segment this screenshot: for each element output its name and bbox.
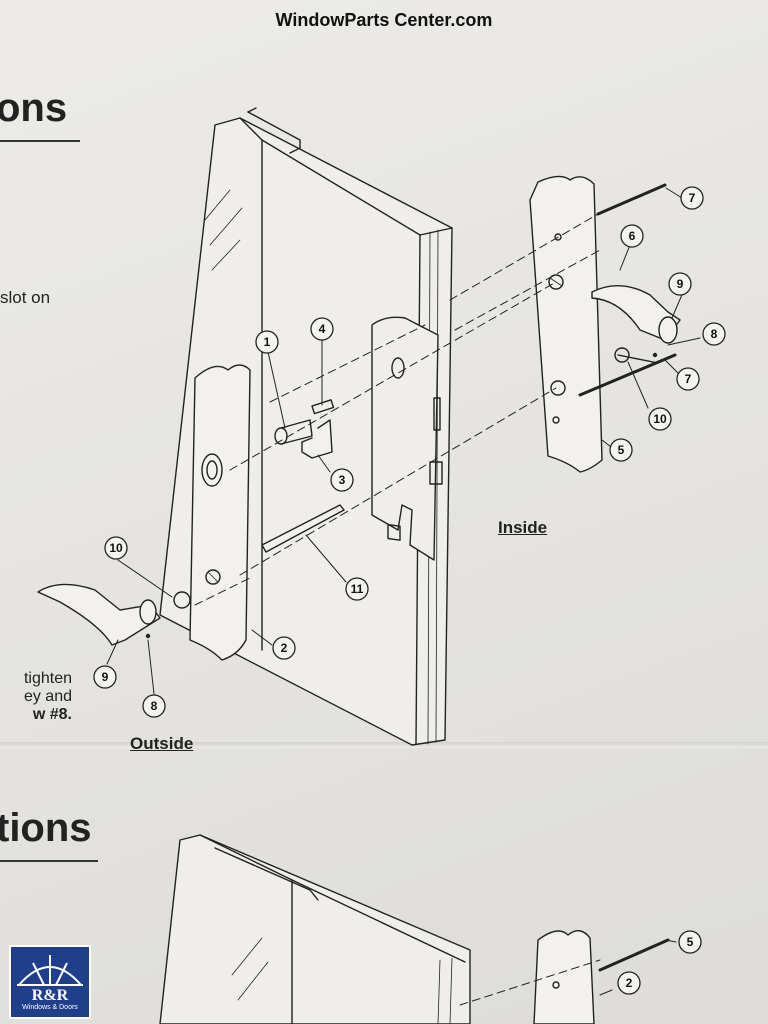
spindle-bar bbox=[261, 504, 345, 553]
callout-3: 3 bbox=[339, 473, 346, 487]
retainer-clip bbox=[301, 419, 333, 459]
inside-lever bbox=[591, 285, 681, 364]
callout-4: 4 bbox=[319, 322, 326, 336]
section-heading-top: ons bbox=[0, 86, 68, 130]
callout-5: 5 bbox=[618, 443, 625, 457]
tighten-line-2: ey and bbox=[23, 688, 72, 705]
callout-10-inside: 10 bbox=[653, 412, 667, 426]
caption-outside: Outside bbox=[130, 734, 194, 753]
section-heading-bottom: tions bbox=[0, 806, 92, 850]
paper-fold bbox=[0, 742, 768, 748]
tighten-line-3: w #8. bbox=[32, 706, 72, 723]
callout-11: 11 bbox=[351, 582, 364, 596]
outside-escutcheon bbox=[189, 364, 251, 661]
tighten-line-1: tighten bbox=[23, 670, 72, 687]
callout-5-lower: 5 bbox=[687, 935, 694, 949]
inside-escutcheon bbox=[529, 175, 603, 473]
window-arch-icon bbox=[17, 955, 83, 986]
leader-lines bbox=[106, 187, 701, 695]
mortise-body bbox=[371, 316, 443, 561]
cylinder-part bbox=[274, 399, 335, 445]
screw-bottom bbox=[578, 353, 677, 397]
callout-7-lower: 7 bbox=[685, 372, 692, 386]
callout-8-inside: 8 bbox=[711, 327, 718, 341]
inside-escutcheon-lower bbox=[459, 930, 677, 1024]
callout-circles bbox=[93, 186, 726, 995]
watermark: WindowParts Center.com bbox=[275, 10, 493, 30]
callout-8-outside: 8 bbox=[151, 699, 158, 713]
heading-underline-top bbox=[0, 140, 80, 142]
callout-10-outside: 10 bbox=[109, 541, 123, 555]
caption-inside: Inside bbox=[498, 518, 548, 537]
callout-9-inside: 9 bbox=[677, 277, 684, 291]
brand-logo: R&R Windows & Doors bbox=[9, 945, 91, 1019]
instruction-fragment-slot: slot on bbox=[0, 288, 51, 307]
callout-6: 6 bbox=[629, 229, 636, 243]
screw-top bbox=[596, 183, 667, 216]
callout-2-lower: 2 bbox=[626, 976, 633, 990]
heading-underline-bottom bbox=[0, 860, 98, 862]
door-slab-lower bbox=[159, 834, 471, 1024]
instruction-fragment-tighten: tighten ey and w #8. bbox=[0, 670, 72, 724]
alignment-lines bbox=[194, 213, 601, 606]
callout-1: 1 bbox=[264, 335, 271, 349]
callout-2: 2 bbox=[281, 641, 288, 655]
callout-9-outside: 9 bbox=[102, 670, 109, 684]
logo-title: R&R bbox=[31, 987, 69, 1004]
logo-subtitle: Windows & Doors bbox=[22, 1004, 78, 1011]
outside-lever bbox=[37, 583, 191, 646]
callout-7-top: 7 bbox=[689, 191, 696, 205]
callout-numbers: 1 4 3 11 2 10 9 8 5 6 9 8 7 10 7 5 2 bbox=[102, 191, 718, 990]
